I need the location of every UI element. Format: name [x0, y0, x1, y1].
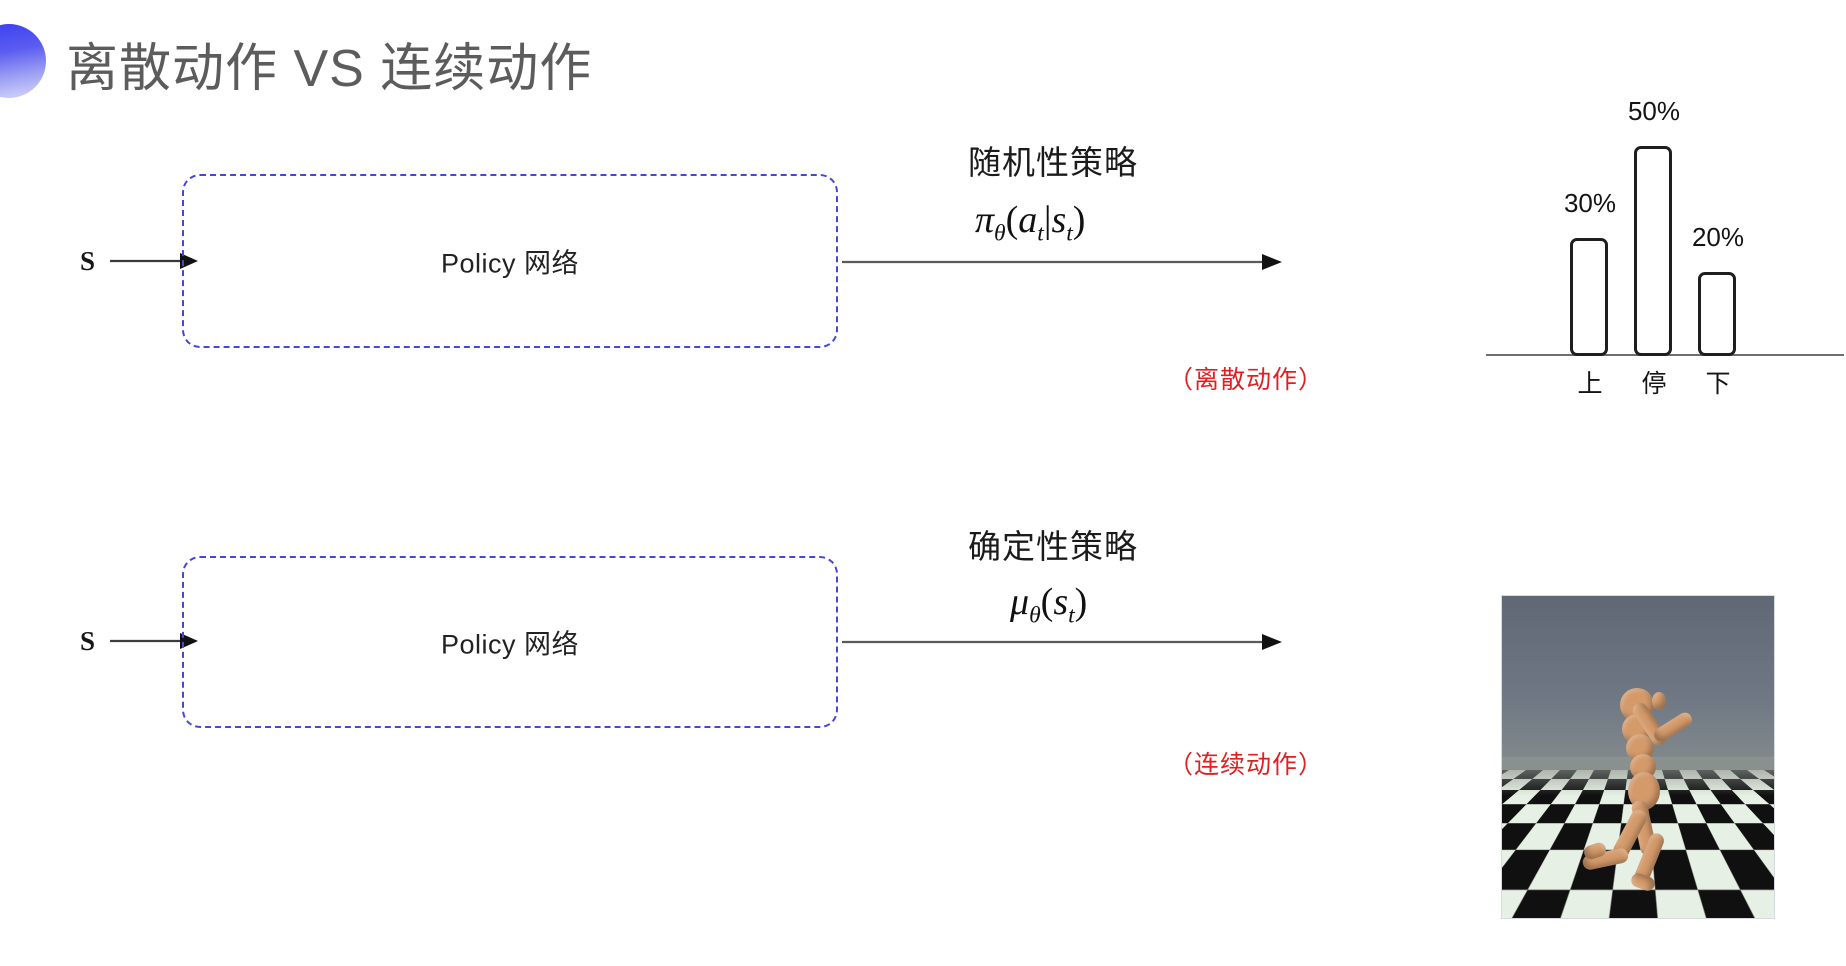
bar-category-0: 上 — [1577, 370, 1603, 398]
humanoid-hand — [1652, 692, 1666, 710]
action-probability-bar-chart: 30% 上 50% 停 20% 下 — [1486, 96, 1844, 400]
formula-discrete: πθ(at|st) — [975, 198, 1085, 248]
formula-bar: | — [1043, 199, 1052, 241]
title-accent-circle-icon — [0, 24, 46, 98]
action-note-discrete: （离散动作） — [1168, 366, 1325, 394]
page-title: 离散动作 VS 连续动作 — [66, 40, 593, 98]
formula-open-paren: ( — [1005, 199, 1019, 241]
bar-value-2: 20% — [1691, 222, 1745, 252]
policy-kind-discrete: 随机性策略 — [968, 144, 1138, 181]
bar-value-0: 30% — [1563, 188, 1617, 218]
bar-1 — [1634, 146, 1672, 356]
arrow-policy-to-output-continuous — [842, 634, 1282, 650]
policy-network-label-continuous: Policy 网络 — [440, 629, 580, 660]
formula-arg2-sub: t — [1066, 220, 1073, 247]
formula-close-paren: ) — [1072, 199, 1086, 241]
action-note-continuous: （连续动作） — [1168, 751, 1325, 779]
policy-kind-continuous: 确定性策略 — [968, 528, 1138, 565]
state-input-label-discrete: S — [80, 246, 96, 276]
state-input-label-continuous: S — [80, 626, 96, 656]
formula-arg1: s — [1053, 581, 1069, 623]
bar-category-2: 下 — [1705, 370, 1731, 398]
bar-value-1: 50% — [1627, 96, 1681, 126]
formula-arg1-sub: t — [1068, 602, 1075, 629]
bar-category-1: 停 — [1641, 370, 1667, 398]
formula-fn-sub: θ — [1029, 602, 1041, 629]
arrow-state-to-policy-discrete — [110, 253, 198, 269]
formula-arg1-sub: t — [1037, 220, 1044, 247]
bar-0 — [1570, 238, 1608, 356]
formula-fn: μ — [1010, 581, 1030, 623]
policy-network-box-discrete[interactable]: Policy 网络 — [182, 174, 838, 348]
bar-2 — [1698, 272, 1736, 356]
arrow-state-to-policy-continuous — [110, 633, 198, 649]
policy-network-box-continuous[interactable]: Policy 网络 — [182, 556, 838, 728]
formula-close-paren: ) — [1074, 581, 1088, 623]
formula-fn-sub: θ — [994, 220, 1006, 247]
humanoid-simulation-image — [1502, 596, 1774, 918]
formula-fn: π — [975, 199, 995, 241]
slide-bottom-edge — [0, 964, 1846, 966]
arrow-policy-to-output-discrete — [842, 254, 1282, 270]
formula-arg1: a — [1018, 199, 1038, 241]
formula-arg2: s — [1051, 199, 1067, 241]
formula-continuous: μθ(st) — [1010, 580, 1087, 630]
policy-network-label-discrete: Policy 网络 — [440, 248, 580, 279]
formula-open-paren: ( — [1040, 581, 1054, 623]
